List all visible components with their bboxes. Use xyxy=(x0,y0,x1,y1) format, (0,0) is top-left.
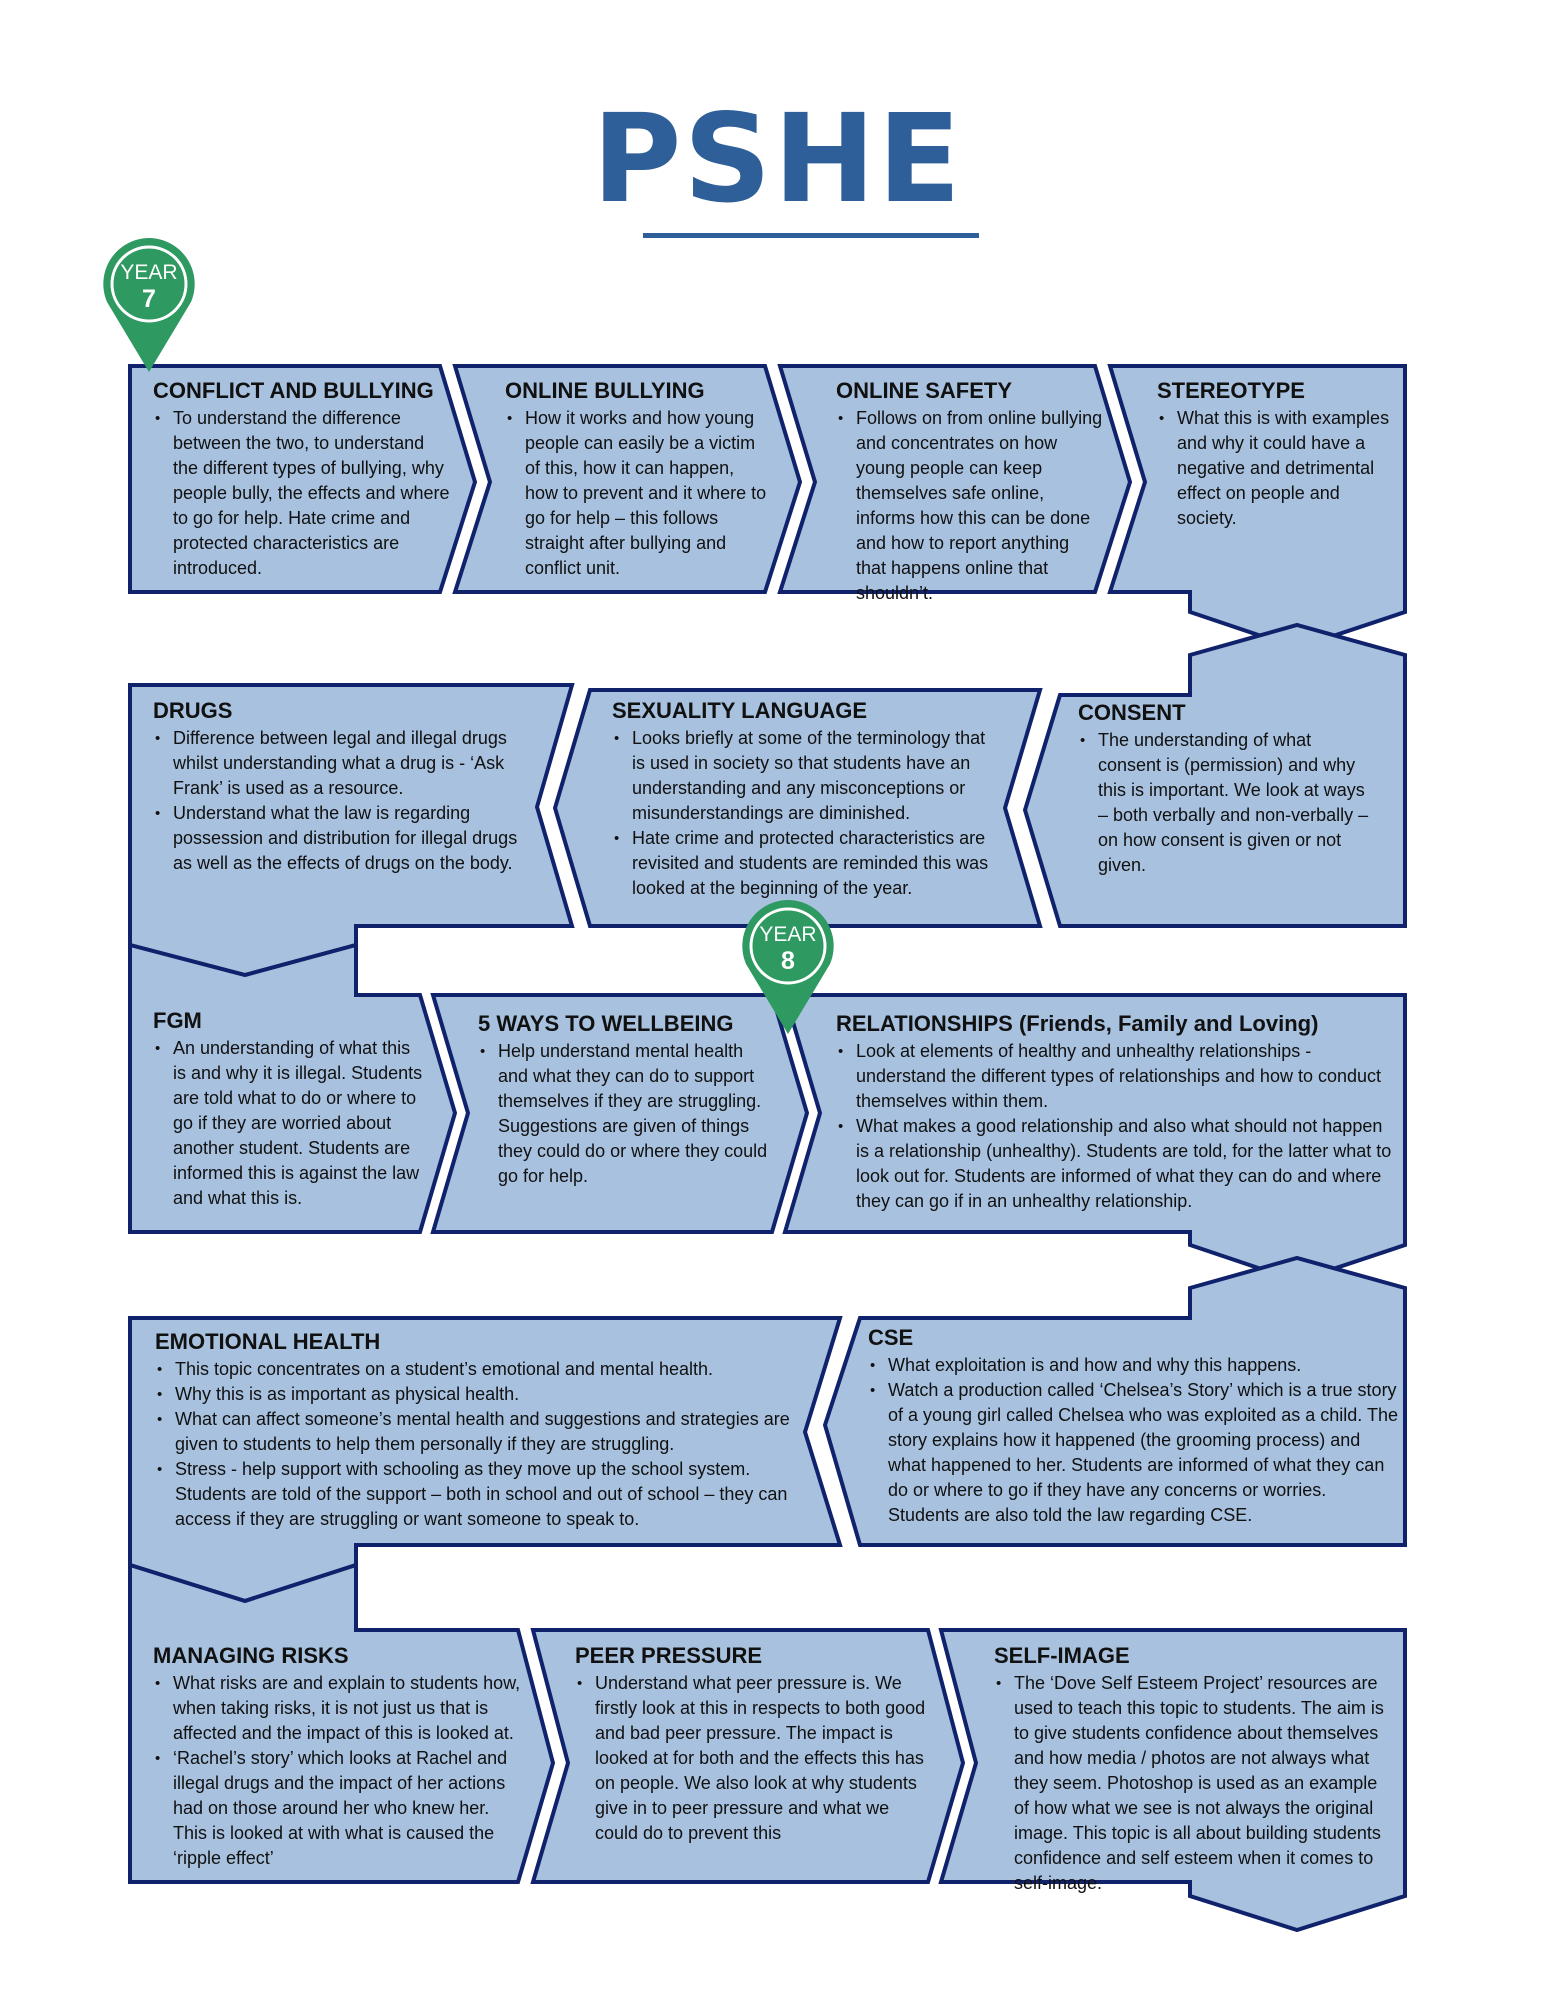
topic-point: ‘Rachel’s story’ which looks at Rachel a… xyxy=(153,1746,523,1871)
year-8-marker: YEAR 8 xyxy=(740,898,836,1038)
topic-point: Help understand mental health and what t… xyxy=(478,1039,770,1189)
topic-point: The ‘Dove Self Esteem Project’ resources… xyxy=(994,1671,1396,1896)
topic-point: Watch a production called ‘Chelsea’s Sto… xyxy=(868,1378,1398,1528)
topic-point: The understanding of what consent is (pe… xyxy=(1078,728,1378,878)
topic-title: SELF-IMAGE xyxy=(994,1643,1130,1668)
topic-self-image: SELF-IMAGE The ‘Dove Self Esteem Project… xyxy=(994,1643,1396,1896)
topic-title: FGM xyxy=(153,1008,202,1033)
topic-point: What can affect someone’s mental health … xyxy=(155,1407,807,1457)
topic-title: SEXUALITY LANGUAGE xyxy=(612,698,868,723)
page-title: PSHE xyxy=(592,88,963,230)
topic-point: What risks are and explain to students h… xyxy=(153,1671,523,1746)
topic-title: DRUGS xyxy=(153,698,233,723)
topic-title: RELATIONSHIPS (Friends, Family and Lovin… xyxy=(836,1011,1319,1036)
topic-point: How it works and how young people can ea… xyxy=(505,406,767,581)
topic-point: Understand what peer pressure is. We fir… xyxy=(575,1671,935,1846)
topic-point: This topic concentrates on a student’s e… xyxy=(155,1357,807,1382)
year-7-marker: YEAR 7 xyxy=(101,236,197,376)
topic-point: What exploitation is and how and why thi… xyxy=(868,1353,1398,1378)
topic-point: Hate crime and protected characteristics… xyxy=(612,826,992,901)
topic-point: Looks briefly at some of the terminology… xyxy=(612,726,992,826)
year-8-number: 8 xyxy=(781,947,795,975)
topic-title: 5 WAYS TO WELLBEING xyxy=(478,1011,734,1036)
topic-conflict-and-bullying: CONFLICT AND BULLYING To understand the … xyxy=(153,378,453,581)
topic-title: STEREOTYPE xyxy=(1157,378,1305,403)
topic-point: Follows on from online bullying and conc… xyxy=(836,406,1104,606)
topic-sexuality-language: SEXUALITY LANGUAGE Looks briefly at some… xyxy=(612,698,992,901)
topic-5-ways-to-wellbeing: 5 WAYS TO WELLBEING Help understand ment… xyxy=(478,1011,770,1189)
topic-title: CONSENT xyxy=(1078,700,1186,725)
topic-point: Understand what the law is regarding pos… xyxy=(153,801,523,876)
topic-point: Look at elements of healthy and unhealth… xyxy=(836,1039,1392,1114)
topic-title: PEER PRESSURE xyxy=(575,1643,763,1668)
topic-point: Why this is as important as physical hea… xyxy=(155,1382,807,1407)
topic-stereotype: STEREOTYPE What this is with examples an… xyxy=(1157,378,1391,531)
topic-managing-risks: MANAGING RISKS What risks are and explai… xyxy=(153,1643,523,1871)
topic-point: What this is with examples and why it co… xyxy=(1157,406,1391,531)
topic-point: Difference between legal and illegal dru… xyxy=(153,726,523,801)
year-8-label: YEAR xyxy=(759,923,817,946)
topic-title: EMOTIONAL HEALTH xyxy=(155,1329,381,1354)
topic-relationships: RELATIONSHIPS (Friends, Family and Lovin… xyxy=(836,1011,1392,1214)
map-pin-icon xyxy=(103,238,195,372)
topic-title: ONLINE SAFETY xyxy=(836,378,1013,403)
topic-point: To understand the difference between the… xyxy=(153,406,453,581)
topic-title: CONFLICT AND BULLYING xyxy=(153,378,434,403)
topic-consent: CONSENT The understanding of what consen… xyxy=(1078,700,1378,878)
topic-online-safety: ONLINE SAFETY Follows on from online bul… xyxy=(836,378,1104,606)
topic-point: An understanding of what this is and why… xyxy=(153,1036,423,1211)
topic-point: Stress - help support with schooling as … xyxy=(155,1457,807,1532)
topic-emotional-health: EMOTIONAL HEALTH This topic concentrates… xyxy=(155,1329,807,1532)
year-7-number: 7 xyxy=(142,285,156,313)
topic-title: CSE xyxy=(868,1325,914,1350)
topic-point: What makes a good relationship and also … xyxy=(836,1114,1392,1214)
topic-fgm: FGM An understanding of what this is and… xyxy=(153,1008,423,1211)
topic-title: MANAGING RISKS xyxy=(153,1643,349,1668)
topic-drugs: DRUGS Difference between legal and illeg… xyxy=(153,698,523,876)
year-7-label: YEAR xyxy=(120,261,178,284)
map-pin-icon xyxy=(742,900,834,1034)
topic-cse: CSE What exploitation is and how and why… xyxy=(868,1325,1398,1528)
topic-title: ONLINE BULLYING xyxy=(505,378,705,403)
topic-online-bullying: ONLINE BULLYING How it works and how you… xyxy=(505,378,767,581)
title-underline xyxy=(643,233,979,238)
topic-peer-pressure: PEER PRESSURE Understand what peer press… xyxy=(575,1643,935,1846)
